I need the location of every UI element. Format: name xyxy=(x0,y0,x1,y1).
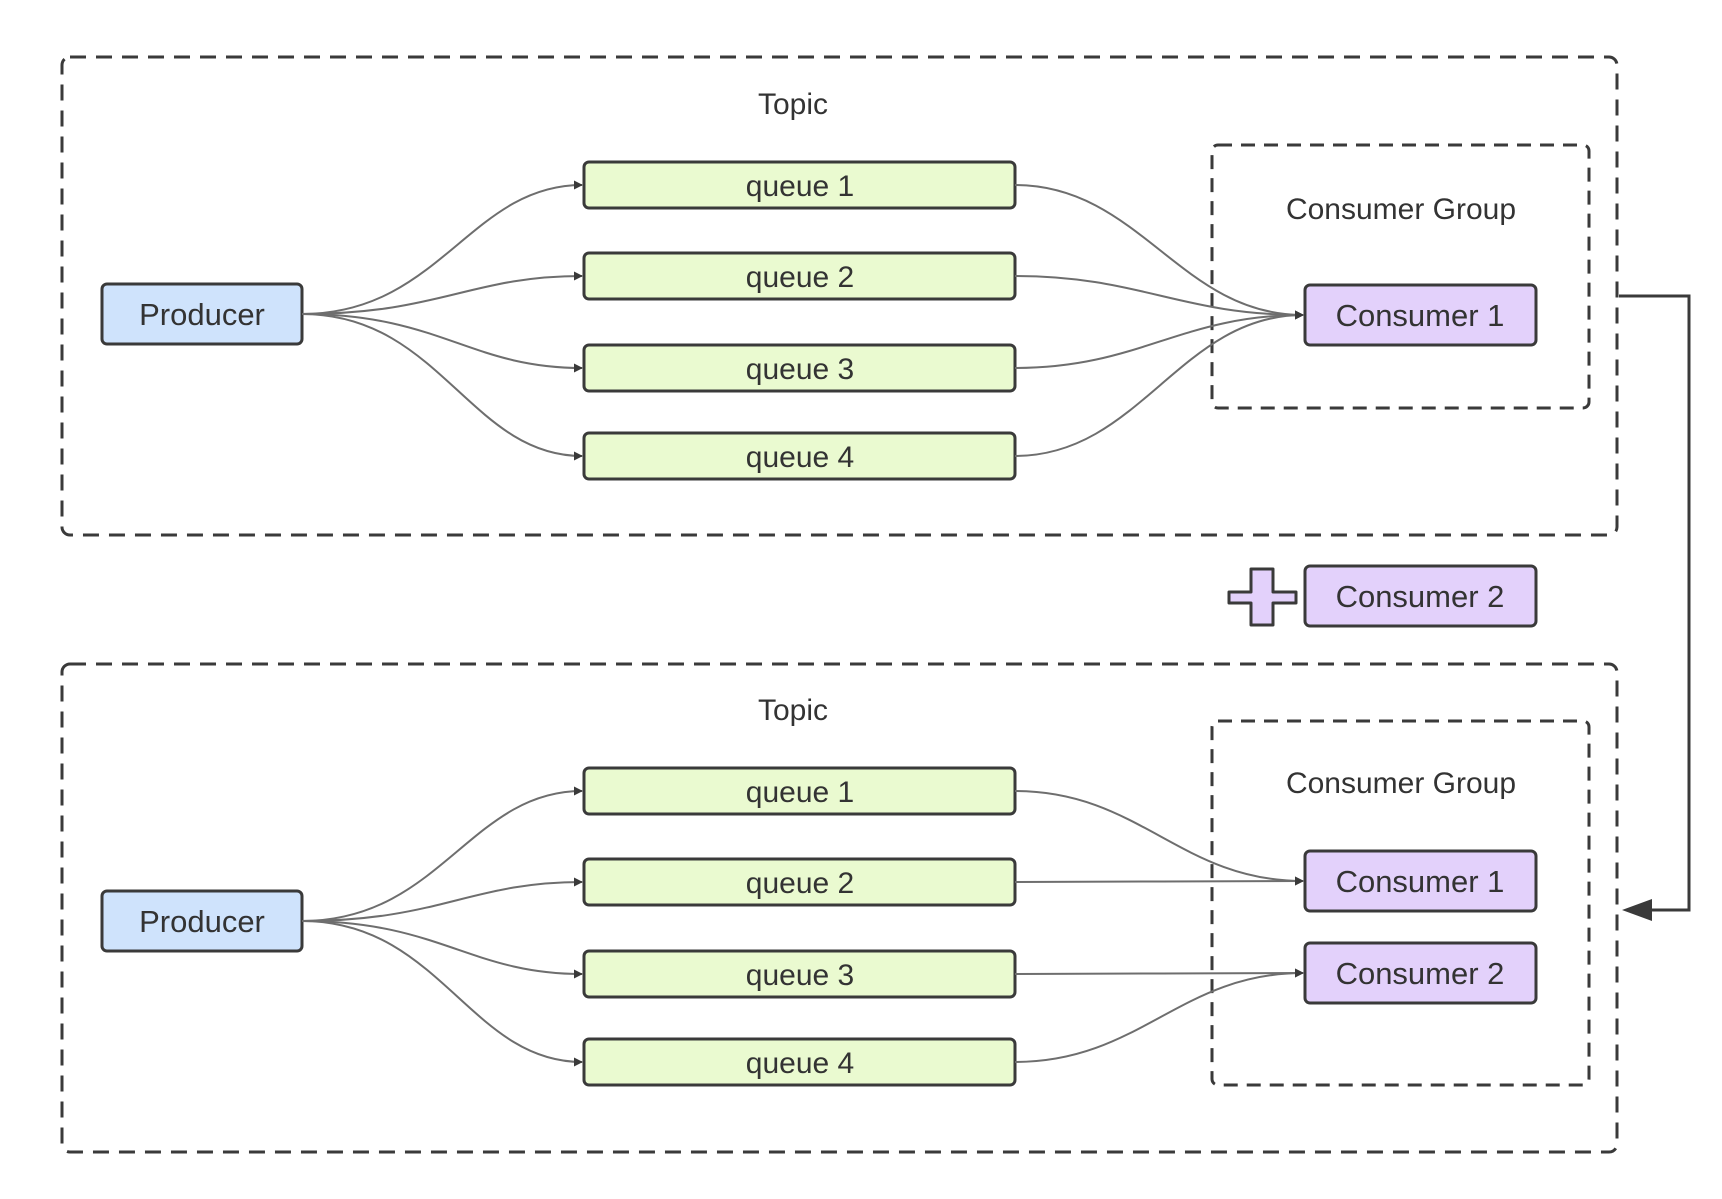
queue-label: queue 3 xyxy=(746,353,854,386)
edge-queue-consumer xyxy=(1014,184,1304,320)
queue-node[interactable]: queue 2 xyxy=(582,857,1017,907)
consumer-group-after: Consumer Group Consumer 1 Consumer 2 xyxy=(1210,719,1591,1087)
queue-label: queue 4 xyxy=(746,441,854,474)
edge-queue-consumer xyxy=(1014,876,1304,886)
edge-producer-queue xyxy=(301,271,583,315)
consumer-label: Consumer 2 xyxy=(1336,956,1505,991)
consumer-group-before: Consumer Group Consumer 1 xyxy=(1210,143,1591,410)
queue-node[interactable]: queue 1 xyxy=(582,766,1017,816)
consumer-label: Consumer 2 xyxy=(1336,579,1505,614)
topic-after: Topic Producer queue 1 queue 2 queue 3 q… xyxy=(60,662,1619,1154)
rebalance-arrowhead xyxy=(1622,899,1652,921)
producer-label: Producer xyxy=(139,297,265,332)
queue-node[interactable]: queue 3 xyxy=(582,343,1017,393)
queue-node[interactable]: queue 3 xyxy=(582,949,1017,999)
queue-label: queue 1 xyxy=(746,776,854,809)
queue-node[interactable]: queue 1 xyxy=(582,160,1017,210)
queue-label: queue 2 xyxy=(746,867,854,900)
consumer-node[interactable]: Consumer 1 xyxy=(1303,849,1538,913)
queue-label: queue 1 xyxy=(746,170,854,203)
edge-queue-consumer xyxy=(1014,968,1304,978)
producer-label: Producer xyxy=(139,904,265,939)
consumer-node[interactable]: Consumer 2 xyxy=(1303,564,1538,628)
edge-producer-queue xyxy=(301,920,583,979)
edge-queue-consumer xyxy=(1014,790,1304,886)
queue-node[interactable]: queue 4 xyxy=(582,431,1017,481)
topic-label: Topic xyxy=(758,694,828,727)
queue-node[interactable]: queue 2 xyxy=(582,251,1017,301)
consumer-node[interactable]: Consumer 1 xyxy=(1303,283,1538,347)
plus-icon xyxy=(1227,567,1298,627)
consumer-label: Consumer 1 xyxy=(1336,298,1505,333)
producer-node[interactable]: Producer xyxy=(100,889,304,953)
consumer-label: Consumer 1 xyxy=(1336,864,1505,899)
edge-queue-consumer xyxy=(1014,310,1304,369)
consumer-node[interactable]: Consumer 2 xyxy=(1303,941,1538,1005)
queue-label: queue 2 xyxy=(746,261,854,294)
edge-queue-consumer xyxy=(1014,968,1304,1063)
topic-frame xyxy=(60,662,1619,1154)
edge-queue-consumer xyxy=(1014,310,1304,457)
edge-producer-queue xyxy=(301,877,583,922)
topic-frame xyxy=(60,55,1619,537)
consumer-group-label: Consumer Group xyxy=(1286,193,1516,226)
queue-label: queue 4 xyxy=(746,1047,854,1080)
edge-producer-queue xyxy=(301,786,583,922)
consumer-group-frame xyxy=(1210,143,1591,410)
rebalance-arrow xyxy=(1619,294,1691,912)
consumer-group-label: Consumer Group xyxy=(1286,767,1516,800)
edge-producer-queue xyxy=(301,920,583,1067)
queue-node[interactable]: queue 4 xyxy=(582,1037,1017,1087)
edge-producer-queue xyxy=(301,313,583,461)
topic-label: Topic xyxy=(758,88,828,121)
edge-producer-queue xyxy=(301,180,583,315)
queue-label: queue 3 xyxy=(746,959,854,992)
topic-before: Topic Producer queue 1 queue 2 queue 3 q… xyxy=(60,55,1619,537)
producer-node[interactable]: Producer xyxy=(100,282,304,346)
edge-producer-queue xyxy=(301,313,583,373)
added-consumer: Consumer 2 xyxy=(1227,564,1538,628)
edge-queue-consumer xyxy=(1014,275,1304,320)
